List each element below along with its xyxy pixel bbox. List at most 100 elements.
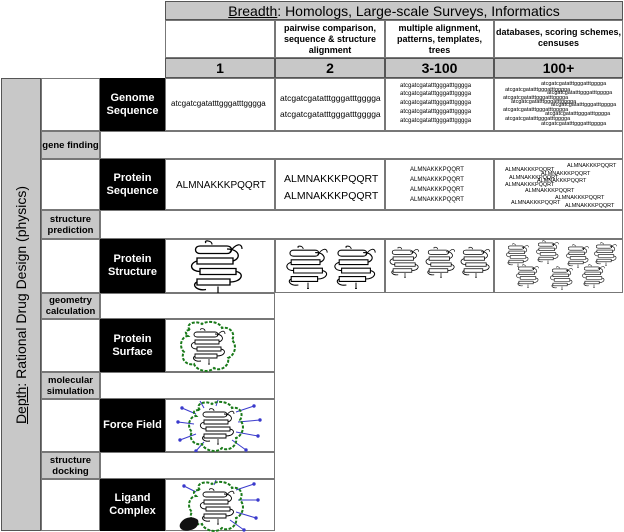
protein-structure-diagram xyxy=(550,266,573,290)
protein-structure-diagram xyxy=(536,240,559,264)
transition-structure-docking: structure docking xyxy=(41,452,100,479)
protein-seq-cell-2: ALMNAKKKPQQRT ALMNAKKKPQQRT xyxy=(275,159,385,210)
protein-sequence: ALMNAKKKPQQRT xyxy=(410,167,464,173)
protein-sequence: ALMNAKKKPQQRT xyxy=(284,173,379,185)
protein-sequence: ALMNAKKKPQQRT xyxy=(555,195,605,201)
transition-structure-prediction: structure prediction xyxy=(41,210,100,239)
protein-sequence: ALMNAKKKPQQRT xyxy=(567,163,617,169)
dna-sequence: atcgatcgatatttgggatttgggga xyxy=(545,111,611,117)
dna-sequence: atcgatcgatatttgggatttgggga xyxy=(280,109,381,119)
dna-sequence: atcgatcgatatttgggatttgggga xyxy=(400,91,472,97)
col-number-2: 2 xyxy=(275,58,385,78)
col-number-4: 100+ xyxy=(494,58,623,78)
transition-geometry-calculation: geometry calculation xyxy=(41,293,100,319)
dna-sequence: atcgatcgatatttgggatttgggga xyxy=(503,107,569,113)
row-spacer-protein-surface xyxy=(41,319,100,372)
transition-structure-docking-row xyxy=(100,452,275,479)
protein-seq-cell-1: ALMNAKKKPQQRT xyxy=(165,159,275,210)
protein-structure-diagram xyxy=(460,246,491,278)
protein-structure-diagram xyxy=(286,245,328,289)
dna-sequence: atcgatcgatatttgggatttgggga xyxy=(400,83,472,89)
depth-title-rest: : Rational Drug Design (physics) xyxy=(13,185,29,387)
col-desc-3: multiple alignment, patterns, templates,… xyxy=(385,20,494,58)
dna-sequence: atcgatcgatatttgggatttgggga xyxy=(505,87,571,93)
transition-geometry-calculation-row xyxy=(100,293,275,319)
dna-sequence: atcgatcgatatttgggatttgggga xyxy=(547,90,613,96)
transition-molecular-simulation-row xyxy=(100,372,275,399)
protein-sequence: ALMNAKKKPQQRT xyxy=(284,190,379,202)
protein-sequence: ALMNAKKKPQQRT xyxy=(176,180,266,191)
genome-cell-1: atcgatcgatatttgggatttgggga xyxy=(165,78,275,131)
protein-sequence: ALMNAKKKPQQRT xyxy=(565,203,615,209)
dna-sequence: atcgatcgatatttgggatttgggga xyxy=(280,93,381,103)
breadth-header: Breadth: Homologs, Large-scale Surveys, … xyxy=(165,1,623,20)
ligand-complex-diagram xyxy=(179,480,260,532)
col-number-3: 3-100 xyxy=(385,58,494,78)
protein-structure-diagram xyxy=(190,240,243,294)
genome-cell-2: atcgatcgatatttgggatttgggga atcgatcgatatt… xyxy=(275,78,385,131)
transition-molecular-simulation: molecular simulation xyxy=(41,372,100,399)
protein-structure-cell-1 xyxy=(165,239,275,294)
row-spacer-force-field xyxy=(41,399,100,452)
breadth-title-rest: : Homologs, Large-scale Surveys, Informa… xyxy=(277,3,560,19)
protein-sequence: ALMNAKKKPQQRT xyxy=(505,167,555,173)
dna-sequence: atcgatcgatatttgggatttgggga xyxy=(400,118,472,124)
transition-gene-finding-row xyxy=(100,131,623,159)
protein-sequence: ALMNAKKKPQQRT xyxy=(410,187,464,193)
dna-sequence: atcgatcgatatttgggatttgggga xyxy=(171,99,266,108)
breadth-title-underlined: Breadth xyxy=(228,3,278,19)
level-protein-surface: Protein Surface xyxy=(100,319,165,372)
protein-structure-cell-4 xyxy=(494,239,623,293)
protein-sequence: ALMNAKKKPQQRT xyxy=(410,177,464,183)
protein-seq-cell-3: ALMNAKKKPQQRT ALMNAKKKPQQRT ALMNAKKKPQQR… xyxy=(385,159,494,210)
depth-title: Depth: Rational Drug Design (physics) xyxy=(13,185,29,423)
dna-sequence: atcgatcgatatttgggatttgggga xyxy=(511,99,577,105)
level-protein-sequence: Protein Sequence xyxy=(100,159,165,210)
protein-sequence: ALMNAKKKPQQRT xyxy=(505,182,555,188)
transition-structure-prediction-row xyxy=(100,210,623,239)
protein-surface-diagram xyxy=(180,320,236,372)
ligand-blob xyxy=(179,517,199,531)
col-number-1: 1 xyxy=(165,58,275,78)
protein-structure-cell-2 xyxy=(275,239,385,293)
row-spacer-genome xyxy=(41,78,100,131)
level-protein-structure: Protein Structure xyxy=(100,239,165,293)
dna-sequence: atcgatcgatatttgggatttgggga xyxy=(503,95,569,101)
dna-sequence: atcgatcgatatttgggatttgggga xyxy=(400,109,472,115)
protein-structure-diagram xyxy=(516,264,539,288)
genome-cell-3: atcgatcgatatttgggatttgggga atcgatcgatatt… xyxy=(385,78,494,131)
protein-structure-diagram xyxy=(425,246,456,278)
protein-sequence: ALMNAKKKPQQRT xyxy=(525,188,575,194)
row-spacer-ligand-complex xyxy=(41,479,100,531)
dna-sequence: atcgatcgatatttgggatttgggga xyxy=(541,121,607,127)
protein-sequence: ALMNAKKKPQQRT xyxy=(537,178,587,184)
protein-structure-diagram xyxy=(582,264,605,288)
protein-seq-cell-4: ALMNAKKKPQQRT ALMNAKKKPQQRT ALMNAKKKPQQR… xyxy=(494,159,623,210)
row-spacer-protein-sequence xyxy=(41,159,100,210)
force-field-cell xyxy=(165,399,275,453)
level-ligand-complex: Ligand Complex xyxy=(100,479,165,531)
dna-sequence: atcgatcgatatttgggatttgggga xyxy=(400,100,472,106)
transition-gene-finding: gene finding xyxy=(41,131,100,159)
protein-structure-cell-3 xyxy=(385,239,494,293)
level-force-field: Force Field xyxy=(100,399,165,452)
dna-sequence: atcgatcgatatttgggatttgggga xyxy=(541,81,607,87)
protein-structure-diagram xyxy=(594,242,617,266)
protein-surface-cell xyxy=(165,319,275,372)
dna-sequence: atcgatcgatatttgggatttgggga xyxy=(505,116,571,122)
protein-sequence: ALMNAKKKPQQRT xyxy=(511,200,561,206)
protein-sequence: ALMNAKKKPQQRT xyxy=(509,175,559,181)
depth-header: Depth: Rational Drug Design (physics) xyxy=(1,78,41,531)
protein-sequence: ALMNAKKKPQQRT xyxy=(541,171,591,177)
protein-structure-diagram xyxy=(334,245,376,289)
row-spacer-protein-structure xyxy=(41,239,100,293)
col-desc-1 xyxy=(165,20,275,58)
ligand-complex-cell xyxy=(165,479,275,532)
genome-cell-4: atcgatcgatatttgggatttgggga atcgatcgatatt… xyxy=(494,78,623,131)
level-genome-sequence: Genome Sequence xyxy=(100,78,165,131)
protein-sequence: ALMNAKKKPQQRT xyxy=(410,197,464,203)
depth-title-underlined: Depth xyxy=(13,386,29,424)
col-desc-4: databases, scoring schemes, censuses xyxy=(494,20,623,58)
force-field-diagram xyxy=(176,400,262,453)
protein-structure-diagram xyxy=(389,246,420,278)
